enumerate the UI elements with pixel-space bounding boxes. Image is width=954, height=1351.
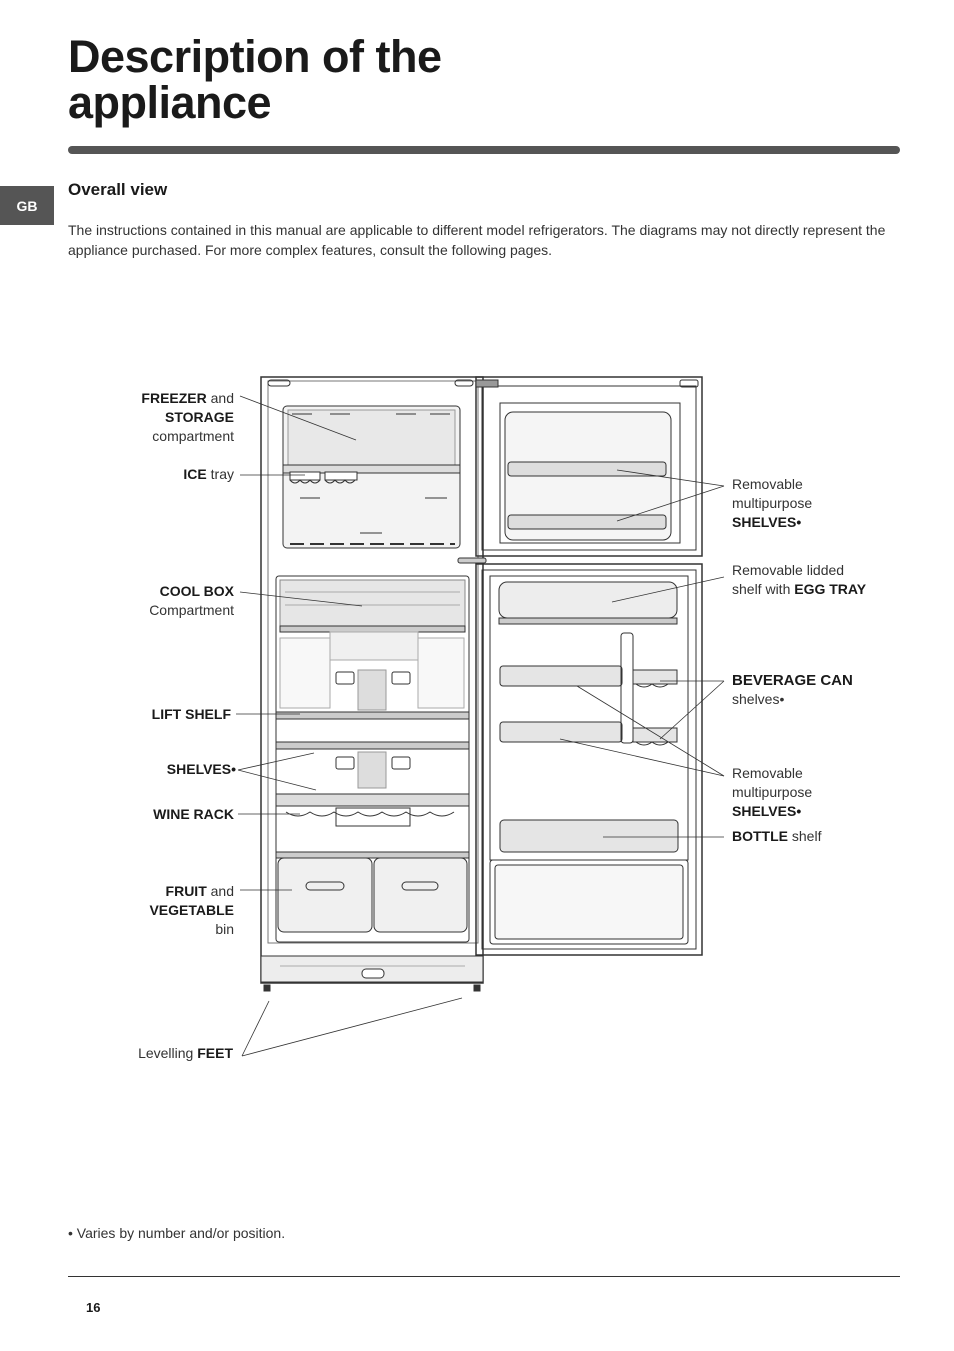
label-bottle-shelf: BOTTLE shelf [732, 828, 822, 844]
footnote: • Varies by number and/or position. [68, 1225, 286, 1241]
intro-paragraph: The instructions contained in this manua… [68, 222, 886, 258]
label-egg-tray-shelf: Removable lidded shelf with EGG TRAY [732, 562, 867, 597]
section-title: Overall view [68, 180, 168, 199]
page-title-line-1: Description of the [68, 31, 442, 82]
label-cool-box: COOL BOX Compartment [149, 583, 234, 618]
label-freezer-door-shelves: Removable multipurpose SHELVES• [732, 476, 813, 530]
label-levelling-feet: Levelling FEET [138, 1045, 233, 1061]
label-fruit-vegetable-bin: FRUIT and VEGETABLE bin [149, 883, 234, 937]
footer-divider [68, 1276, 900, 1277]
page-title: Description of the appliance [68, 34, 442, 126]
page-number: 16 [86, 1300, 101, 1315]
label-beverage-can-shelves: BEVERAGE CAN shelves• [732, 672, 853, 707]
label-wine-rack: WINE RACK [153, 806, 234, 822]
label-freezer-compartment: FREEZER and STORAGE compartment [141, 390, 234, 444]
page-title-line-2: appliance [68, 77, 272, 128]
language-tab: GB [0, 186, 54, 225]
label-lift-shelf: LIFT SHELF [151, 706, 231, 722]
label-fridge-door-shelves: Removable multipurpose SHELVES• [732, 765, 813, 819]
label-ice-tray: ICE tray [183, 466, 234, 482]
title-divider [68, 146, 900, 154]
label-shelves: SHELVES• [166, 761, 236, 777]
